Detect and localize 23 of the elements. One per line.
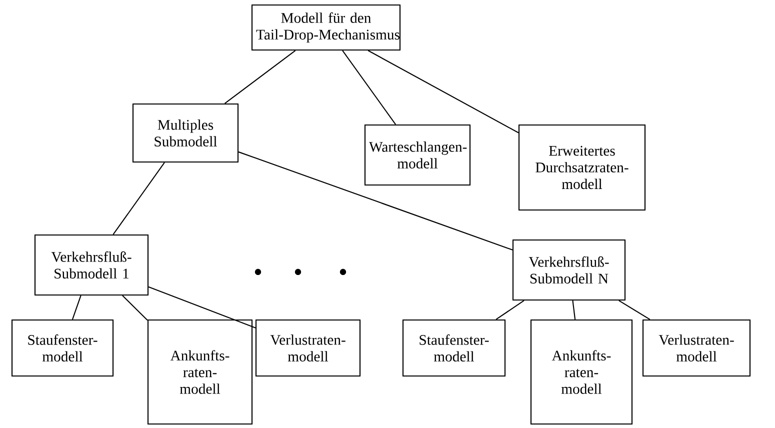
model-box: Modell für den Tail-Drop-Mechanismus — [251, 4, 401, 51]
connector-line — [224, 50, 296, 104]
model-box: Warteschlangen- modell — [364, 124, 471, 186]
connector-line — [112, 162, 165, 235]
connector-line — [368, 50, 519, 134]
model-box: Ankunfts- raten- modell — [530, 319, 633, 425]
model-box: Verlustraten- modell — [642, 319, 751, 377]
connector-line — [122, 295, 148, 321]
connector-line — [572, 300, 576, 320]
connector-line — [342, 50, 396, 125]
connector-line — [72, 295, 82, 320]
connector-line — [618, 300, 650, 320]
model-box: Erweitertes Durchsatzraten- modell — [518, 124, 646, 211]
connector-line — [238, 151, 513, 250]
model-box: Verkehrsfluß- Submodell 1 — [34, 234, 149, 296]
model-box: Verlustraten- modell — [255, 319, 361, 377]
model-box: Ankunfts- raten- modell — [147, 319, 253, 425]
connector-line — [148, 286, 256, 328]
model-box: Staufenster- modell — [11, 319, 114, 377]
connector-line — [496, 300, 524, 320]
model-box: Multiples Submodell — [132, 103, 239, 163]
model-box: Staufenster- modell — [402, 319, 506, 377]
model-box: Verkehrsfluß- Submodell N — [512, 239, 626, 301]
